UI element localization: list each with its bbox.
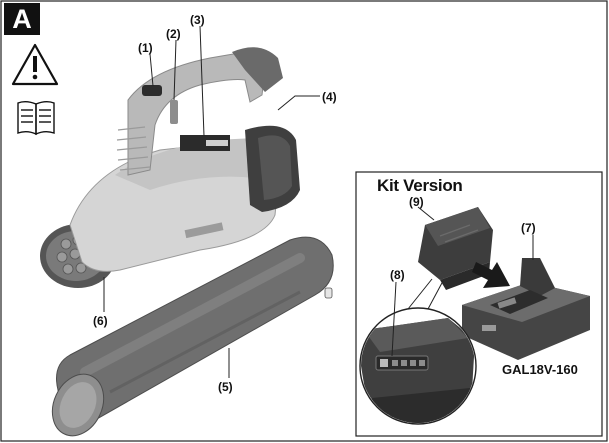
on-off-switch <box>142 85 162 96</box>
callout-2: (2) <box>166 27 181 41</box>
kit-version-box <box>355 171 603 437</box>
warning-triangle-icon <box>11 43 59 86</box>
callout-5: (5) <box>218 380 233 394</box>
charger-model-label: GAL18V-160 <box>502 362 578 377</box>
callout-1: (1) <box>138 41 153 55</box>
battery-detail-zoom <box>359 278 477 425</box>
battery-charger <box>462 258 590 360</box>
speed-control <box>170 100 178 124</box>
callout-4: (4) <box>322 90 337 104</box>
callout-6: (6) <box>93 314 108 328</box>
blower-tube <box>51 236 334 437</box>
kit-version-title: Kit Version <box>377 176 463 195</box>
callout-8: (8) <box>390 268 405 282</box>
blower-tool <box>40 47 300 288</box>
callout-leader-lines <box>103 25 534 378</box>
section-letter-label: A <box>4 3 40 35</box>
callout-7: (7) <box>521 221 536 235</box>
callout-3: (3) <box>190 13 205 27</box>
callout-9: (9) <box>409 195 424 209</box>
read-manual-book-icon <box>17 101 55 136</box>
turbo-button-panel <box>180 135 230 151</box>
insert-arrow-icon <box>472 262 510 288</box>
battery-pack <box>418 207 493 290</box>
